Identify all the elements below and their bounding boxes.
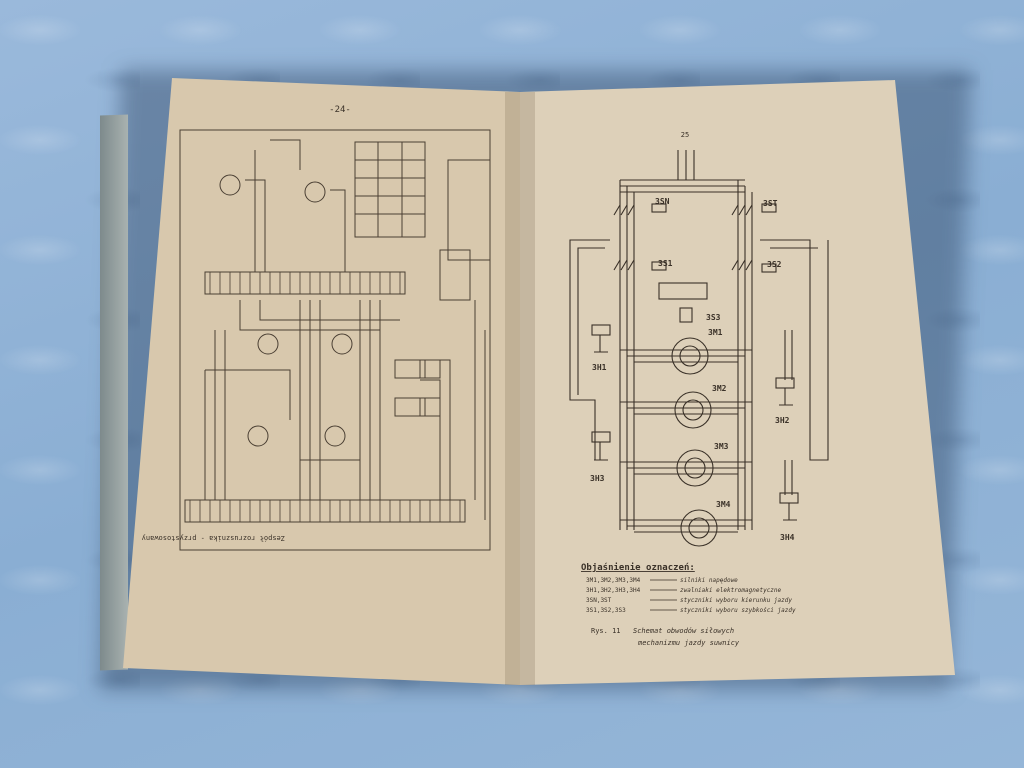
legend-value-2: zwalniaki elektromagnetyczne xyxy=(680,587,782,594)
figure-caption-line-2: mechanizmu jazdy suwnicy xyxy=(637,639,740,647)
legend-key-2: 3H1,3H2,3H3,3H4 xyxy=(586,587,641,594)
power-circuit-schematic xyxy=(569,150,829,547)
label-3H1: 3H1 xyxy=(592,363,607,372)
figure-caption: Rys. 11 Schemat obwodów siłowych mechani… xyxy=(591,627,740,647)
figure-caption-line-1: Schemat obwodów siłowych xyxy=(633,627,734,635)
right-page-number: 25 xyxy=(681,131,689,139)
label-3H4: 3H4 xyxy=(780,533,795,542)
label-3S1: 3S1 xyxy=(658,259,673,268)
legend-value-1: silniki napędowe xyxy=(680,577,738,584)
label-3M4: 3M4 xyxy=(716,500,731,509)
left-page xyxy=(123,78,520,685)
legend-key-1: 3M1,3M2,3M3,3M4 xyxy=(586,577,641,584)
label-3M3: 3M3 xyxy=(714,442,729,451)
label-3H2: 3H2 xyxy=(775,416,790,425)
legend-key-4: 3S1,3S2,3S3 xyxy=(586,607,626,614)
legend-title: Objaśnienie oznaczeń: xyxy=(581,562,695,573)
legend-value-4: styczniki wyboru szybkości jazdy xyxy=(680,607,796,614)
label-3ST: 3ST xyxy=(763,199,778,208)
label-3SN: 3SN xyxy=(655,197,670,206)
figure-label: Rys. 11 xyxy=(591,627,621,635)
right-page-content: 25 xyxy=(569,131,829,647)
left-page-number: -24- xyxy=(329,105,351,115)
legend-value-3: styczniki wyboru kierunku jazdy xyxy=(680,597,792,604)
legend: Objaśnienie oznaczeń: 3M1,3M2,3M3,3M4 si… xyxy=(581,562,796,614)
legend-key-3: 3SN,3ST xyxy=(586,597,612,604)
label-3M2: 3M2 xyxy=(712,384,727,393)
label-3S3: 3S3 xyxy=(706,313,721,322)
label-3S2: 3S2 xyxy=(767,260,782,269)
left-page-caption: Zespół rozrusznika - przystosowany xyxy=(142,534,285,542)
label-3M1: 3M1 xyxy=(708,328,723,337)
label-3H3: 3H3 xyxy=(590,474,605,483)
left-page-content: -24- xyxy=(142,105,491,551)
